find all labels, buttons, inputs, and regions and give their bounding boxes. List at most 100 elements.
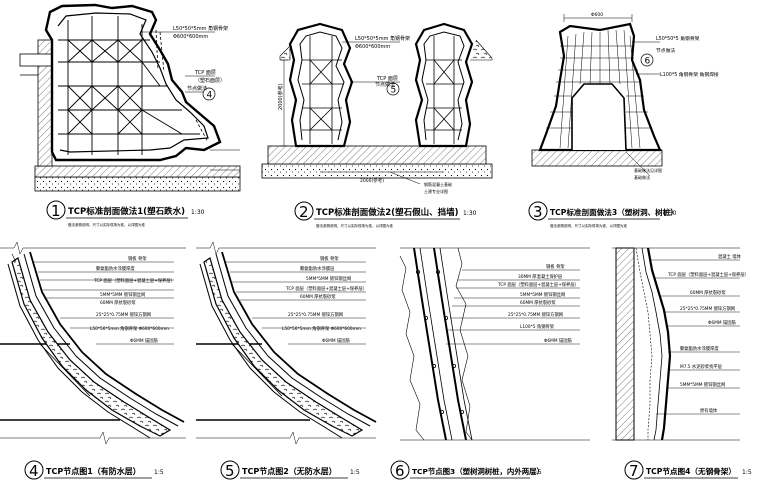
detail-4-title: TCP节点图1（有防水层） (46, 466, 141, 476)
d4-label-0: 钢板 骨架 (128, 255, 147, 262)
detail-3-num: 3 (533, 203, 543, 221)
d3-label-base: 基础做法见详图 (634, 167, 662, 173)
detail-2-num: 2 (299, 203, 309, 221)
d3-tree-trunk (538, 22, 662, 152)
detail-1-num: 1 (51, 202, 61, 220)
d4-label-1: TCP 面层（塑料面层+混凝土层+保养层） (93, 277, 175, 284)
detail-2-scale: 1:30 (463, 210, 477, 217)
d6-label-1: 30MM 厚混凝土保护层 (518, 273, 563, 280)
detail-6-title: TCP节点图3（塑树洞树桩，内外两层） (412, 467, 544, 476)
d5-label-0: 钢板 骨架 (320, 255, 339, 262)
detail-1-title: TCP标准剖面做法1(塑石跌水) (68, 206, 185, 217)
d2-label-node: 节点做法 (375, 81, 395, 88)
d3-dim-top: Φ600 (591, 12, 603, 18)
detail-6-node: 钢板 骨架 30MM 厚混凝土保护层 TCP 面层（塑料面层+混凝土层+保养层）… (390, 247, 590, 480)
d4-label-2: 聚氨酯防水涂膜厚度 (96, 265, 135, 272)
d6-label-4: 60MM 厚抗裂砂浆 (520, 299, 556, 306)
d6-label-2: TCP 面层（塑料面层+混凝土层+保养层） (497, 281, 579, 288)
detail-7-node: 混凝土 墙体 TCP 面层（塑料面层+混凝土层+保养层） 60MM 厚抗裂砂浆 … (612, 247, 752, 480)
d2-concrete-slab (267, 145, 487, 165)
d7-label-0: 混凝土 墙体 (718, 253, 742, 260)
detail-5-node: 钢板 骨架 聚氨酯防水涂膜层 5MM*5MM 镀锌钢丝网 TCP 面层（塑料面层… (196, 241, 377, 480)
d3-label-node: 节点做法 (656, 47, 675, 54)
d6-label-6: L100*5 角钢骨架 (520, 323, 555, 330)
d1-concrete-slab (34, 165, 241, 178)
d1-gravel-base (34, 176, 241, 192)
d2-label-tcp: TCP 面层 (376, 76, 398, 82)
d1-label-grid: Φ600*600mm (173, 34, 208, 40)
d5-rock-layer (203, 257, 364, 437)
d2-gravel-base (261, 163, 493, 179)
d3-gravel-base (531, 149, 663, 167)
d7-label-3: 25*25*0.75MM 镀锌方钢网 (680, 305, 735, 312)
d2-label-frame: L50*50*5mm 角钢骨架 (355, 35, 410, 42)
detail-2-section: 2000(参考) 2000(参考) 5 L50*50*5mm 角钢骨架 Φ600… (261, 22, 493, 228)
detail-6-scale: 1:5 (532, 469, 542, 476)
d7-surface-layer (646, 247, 672, 441)
detail-3-note: 做法参照说明，尺寸以实际现场为准，以详图为准 (550, 223, 627, 228)
d4-label-3: 5MM*5MM 镀锌钢丝网 (100, 291, 145, 298)
detail-3-scale: 1:30 (663, 210, 677, 217)
d2-dim-horizontal: 2000(参考) (360, 177, 384, 184)
d3-label-frame: L50*50*5 角钢骨架 (656, 35, 700, 42)
detail-3-num-circle (528, 201, 548, 221)
detail-5-title: TCP节点图2（无防水层） (242, 466, 337, 476)
d7-label-8: 原有墙体 (700, 407, 718, 414)
d7-label-6: M7.5 水泥砂浆找平层 (680, 363, 723, 370)
d2-steel-frames (302, 36, 464, 144)
d4-label-4: 60MM 厚抗裂砂浆 (100, 299, 136, 306)
detail-4-node: 钢板 骨架 TCP 面层（塑料面层+混凝土层+保养层） 聚氨酯防水涂膜厚度 5M… (0, 241, 186, 480)
detail-6-num: 6 (395, 462, 405, 480)
d6-label-5: 25*25*0.75MM 镀锌方钢网 (508, 311, 563, 318)
d3-label-base2: 基础做法 (634, 174, 650, 180)
detail-2-title: TCP标准剖面做法2(塑石假山、挡墙) (316, 207, 459, 218)
detail-4-num: 4 (29, 462, 39, 480)
d6-label-3: 5MM*5MM 镀锌钢丝网 (520, 291, 565, 298)
d5-label-6: L50*50*5mm 角钢骨架 Φ600*600mm (282, 325, 361, 332)
detail-5-scale: 1:5 (350, 469, 360, 476)
d1-label-tcp2: （塑石面层） (195, 77, 225, 84)
d2-callout-num: 5 (391, 86, 397, 96)
detail-7-scale: 1:5 (742, 469, 752, 476)
d4-label-6: L50*50*5mm 角钢骨架 Φ600*600mm (90, 325, 169, 332)
detail-5-num: 5 (225, 462, 235, 480)
d5-label-7: Φ6MM 锚固筋 (322, 337, 350, 344)
d5-label-1: 聚氨酯防水涂膜层 (300, 265, 335, 272)
d3-callout-num: 6 (645, 57, 651, 67)
d5-label-5: 25*25*0.75MM 镀锌方钢网 (288, 311, 343, 318)
d3-trunk-ribs (546, 29, 652, 149)
d1-callout-circle (202, 87, 216, 101)
detail-1-num-circle (46, 200, 66, 220)
d1-rock-shell (44, 3, 222, 162)
detail-4-scale: 1:5 (154, 469, 164, 476)
detail-1-note: 做法参照说明，尺寸以实际现场为准，以详图为准 (68, 222, 145, 227)
d2-left-pillar (288, 22, 354, 148)
d3-callout-circle (640, 53, 654, 67)
d1-waterfall (155, 29, 209, 143)
detail-2-num-circle (294, 201, 314, 221)
d2-label-grid: Φ600*600mm (355, 44, 390, 50)
d6-label-7: Φ6MM 锚固筋 (544, 337, 572, 344)
detail-1-scale: 1:30 (191, 209, 205, 216)
d7-label-7: 5MM*5MM 镀锌钢丝网 (680, 381, 725, 388)
d1-top-slab (19, 53, 53, 67)
d4-label-7: Φ6MM 锚固筋 (130, 337, 158, 344)
detail-5-num-circle (220, 460, 240, 480)
d4-rock-layer (11, 257, 172, 437)
d5-label-3: TCP 面层（塑料面层+混凝土层+保养层） (285, 285, 367, 292)
d1-label-frame: L50*50*5mm 角钢骨架 (173, 25, 228, 32)
d1-callout-num: 4 (207, 91, 213, 101)
d7-label-2: 60MM 厚抗裂砂浆 (690, 289, 726, 296)
detail-7-num-circle (624, 460, 644, 480)
d2-label-civil: 土建专业详图 (424, 188, 448, 194)
d7-label-1: TCP 面层（塑料面层+混凝土层+保养层） (667, 271, 749, 278)
detail-3-section: Φ600 6 L50*50*5 角钢骨架 L100*5 角钢骨架 角钢焊接 节点… (528, 12, 719, 228)
d3-label-frame2: L100*5 角钢骨架 角钢焊接 (660, 71, 719, 78)
d1-label-tcp: TCP 面层 (194, 70, 216, 76)
detail-2-note: 做法参照说明，尺寸以实际现场为准，以详图为准 (316, 223, 393, 228)
d1-label-node: 节点做法 (187, 85, 207, 92)
d2-right-pillar (414, 22, 474, 148)
detail-7-num: 7 (629, 462, 639, 480)
d5-label-2: 5MM*5MM 镀锌钢丝网 (306, 275, 351, 282)
